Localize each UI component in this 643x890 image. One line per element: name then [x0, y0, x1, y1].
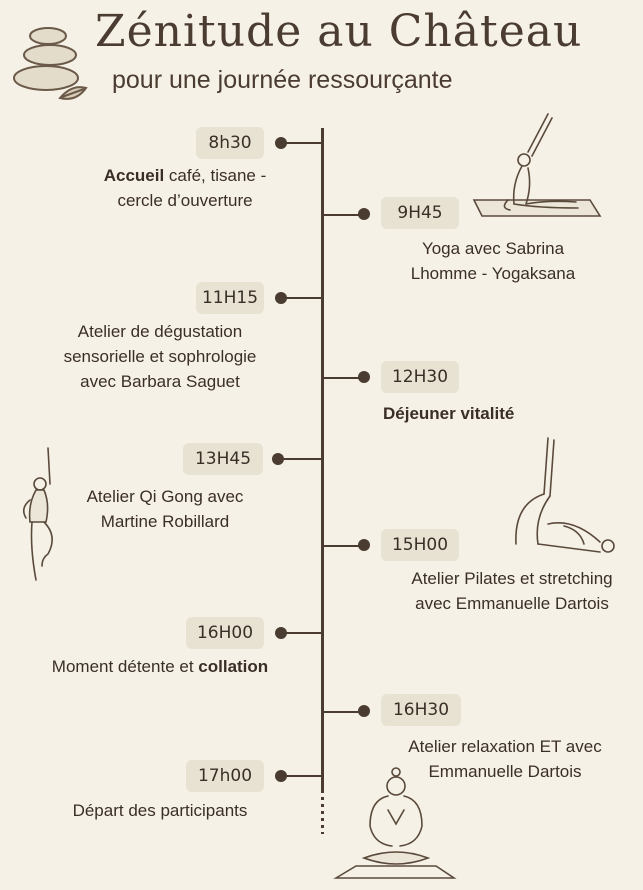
zen-stones-icon: [13, 27, 88, 100]
pilates-pose-illustration: [515, 437, 615, 553]
event-description: Atelier Qi Gong avec Martine Robillard: [86, 487, 244, 531]
page-title: Zénitude au Château: [95, 6, 583, 57]
time-badge-1500: 15H00: [381, 529, 459, 561]
event-description: Accueil café, tisane - cercle d’ouvertur…: [103, 166, 267, 210]
event-description: Départ des participants: [72, 801, 248, 820]
timeline-dot: [358, 539, 370, 551]
timeline-connector: [283, 775, 321, 777]
timeline-dot: [275, 627, 287, 639]
timeline-dot: [358, 208, 370, 220]
qigong-figure-illustration: [22, 447, 53, 581]
event-description: Atelier Pilates et stretching avec Emman…: [411, 569, 613, 613]
event-description: Déjeuner vitalité: [383, 404, 515, 423]
page-subtitle: pour une journée ressourçante: [112, 66, 453, 94]
event-description: Atelier de dégustation sensorielle et so…: [63, 322, 257, 391]
timeline-connector: [283, 297, 321, 299]
event-description: Yoga avec Sabrina Lhomme - Yogaksana: [410, 239, 576, 283]
event-description: Atelier relaxation ET avec Emmanuelle Da…: [408, 737, 602, 781]
timeline-connector: [283, 142, 321, 144]
timeline-dot: [272, 453, 284, 465]
time-badge-1230: 12H30: [381, 361, 459, 393]
event-description: Moment détente et collation: [51, 657, 269, 676]
timeline-dotted-end: [321, 790, 324, 834]
timeline-dot: [275, 137, 287, 149]
meditation-figure-illustration: [333, 767, 457, 879]
timeline-connector: [324, 214, 362, 216]
time-badge-1700: 17h00: [186, 760, 264, 792]
timeline-dot: [275, 292, 287, 304]
timeline-connector: [283, 632, 321, 634]
timeline-line: [321, 128, 324, 790]
time-badge-1600: 16H00: [186, 617, 264, 649]
time-badge-1630: 16H30: [381, 694, 461, 726]
timeline-connector: [324, 377, 362, 379]
time-badge-1115: 11H15: [196, 282, 264, 314]
time-badge-0945: 9H45: [381, 197, 459, 229]
timeline-dot: [275, 770, 287, 782]
timeline-connector: [324, 711, 362, 713]
timeline-dot: [358, 371, 370, 383]
timeline-connector: [324, 545, 362, 547]
timeline-dot: [358, 705, 370, 717]
time-badge-1345: 13H45: [183, 443, 263, 475]
time-badge-0830: 8h30: [196, 127, 264, 159]
timeline-connector: [280, 458, 321, 460]
yoga-pose-illustration: [472, 113, 602, 217]
